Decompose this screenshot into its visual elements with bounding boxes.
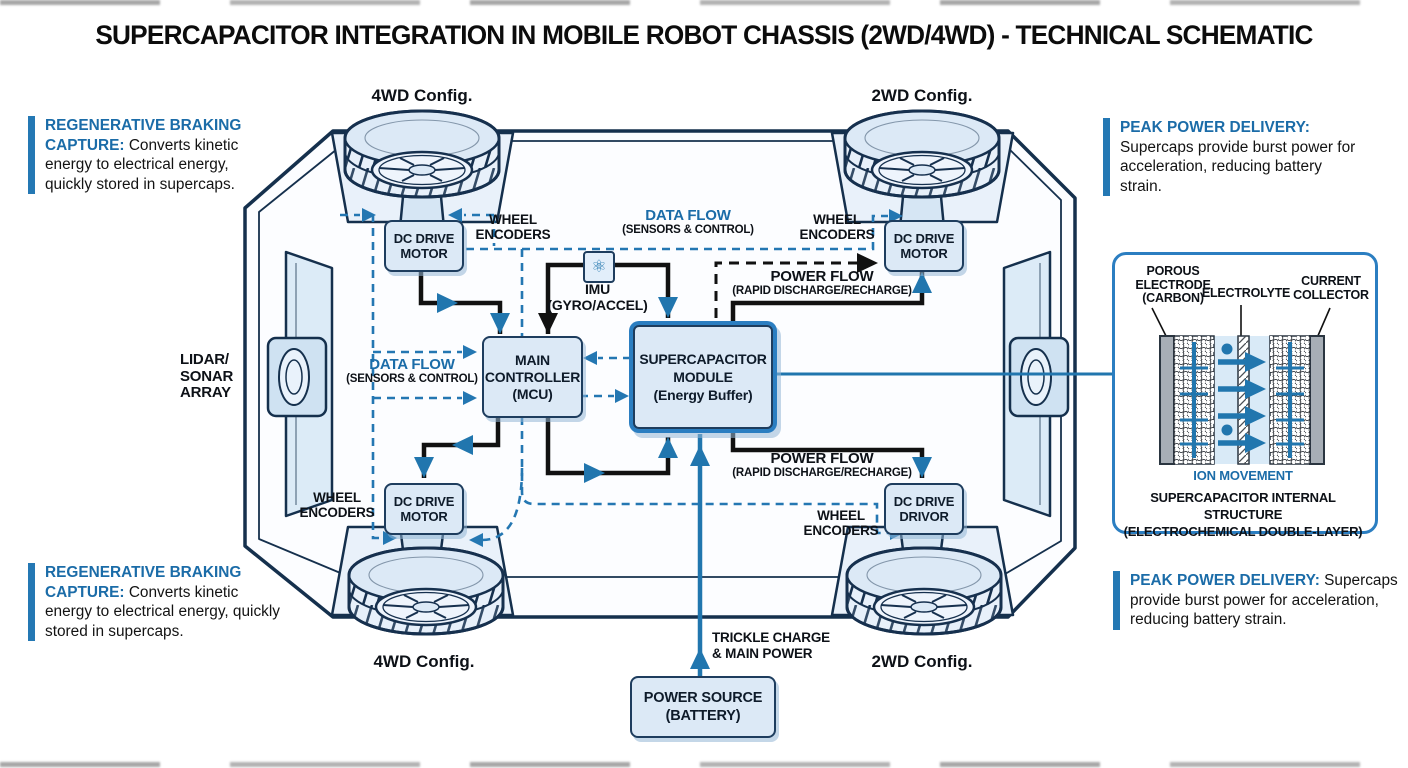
imu-icon: ⚛ [583, 251, 615, 283]
annotation-regen-bottom: REGENERATIVE BRAKING CAPTURE: Converts k… [28, 563, 281, 642]
data-flow-heading: DATA FLOW [645, 207, 731, 224]
ion-tree-left [1180, 342, 1208, 458]
supercapacitor-module: SUPERCAPACITOR MODULE (Energy Buffer) [633, 325, 773, 429]
dc-drive-motor-rear-left: DC DRIVE MOTOR [384, 483, 464, 535]
annotation-body: Supercaps provide burst power for accele… [1130, 572, 1398, 629]
annotation-body: Converts kinetic energy to electrical en… [45, 136, 239, 193]
lidar-sonar-label: LIDAR/ SONAR ARRAY [180, 351, 234, 401]
electrolyte-label: ELECTROLYTE [1201, 286, 1291, 300]
annotation-heading: PEAK POWER DELIVERY: [1120, 119, 1310, 136]
lidar-sonar-array-left [266, 250, 334, 518]
wheel-rear-right [845, 546, 1003, 636]
power-flow-dashed-line [714, 261, 870, 318]
scan-artifact-top [0, 0, 1408, 5]
wheel-encoders-label-rear-left: WHEEL ENCODERS [299, 490, 375, 520]
scan-artifact-bottom [0, 762, 1408, 767]
config-label-front-right: 2WD Config. [871, 86, 973, 105]
annotation-regen-top: REGENERATIVE BRAKING CAPTURE: Converts k… [28, 116, 269, 195]
main-controller-mcu: MAIN CONTROLLER (MCU) [482, 336, 583, 418]
power-flow-heading: POWER FLOW [770, 450, 874, 467]
trickle-charge-label: TRICKLE CHARGE & MAIN POWER [712, 630, 830, 661]
wheel-rear-left [347, 546, 505, 636]
data-flow-heading: DATA FLOW [369, 356, 455, 373]
wheel-encoders-label-front-left: WHEEL ENCODERS [475, 212, 551, 242]
annotation-heading: REGENERATIVE BRAKING CAPTURE: [45, 117, 242, 154]
annotation-body: Supercaps provide burst power for accele… [1120, 138, 1356, 195]
data-flow-subheading: (SENSORS & CONTROL) [346, 373, 478, 385]
wheel-encoders-label-rear-right: WHEEL ENCODERS [803, 508, 879, 538]
imu-label: IMU (GYRO/ACCEL) [547, 281, 648, 313]
ion-tree-right [1276, 342, 1304, 458]
dc-drive-motor-front-left: DC DRIVE MOTOR [384, 220, 464, 272]
annotation-body: Converts kinetic energy to electrical en… [45, 583, 280, 640]
dc-drive-drivor-rear-right: DC DRIVE DRIVOR [884, 483, 964, 535]
annotation-peak-bottom: PEAK POWER DELIVERY: Supercaps provide b… [1113, 571, 1408, 630]
power-flow-heading: POWER FLOW [770, 268, 874, 285]
annotation-heading: REGENERATIVE BRAKING CAPTURE: [45, 564, 242, 601]
power-flow-label-top: POWER FLOW (RAPID DISCHARGE/RECHARGE) [730, 268, 914, 297]
wheel-front-left [343, 109, 501, 199]
ion-movement-label: ION MOVEMENT [1193, 468, 1293, 483]
porous-electrode-label: POROUS ELECTRODE (CARBON) [1135, 264, 1211, 305]
config-label-rear-right: 2WD Config. [871, 652, 973, 671]
data-flow-label-top: DATA FLOW (SENSORS & CONTROL) [610, 207, 766, 236]
dc-drive-motor-front-right: DC DRIVE MOTOR [884, 220, 964, 272]
internal-structure-caption: SUPERCAPACITOR INTERNAL STRUCTURE (ELECT… [1123, 490, 1363, 539]
data-flow-label-left: DATA FLOW (SENSORS & CONTROL) [333, 356, 491, 385]
current-collector-label: CURRENT COLLECTOR [1293, 274, 1369, 302]
annotation-peak-top: PEAK POWER DELIVERY: Supercaps provide b… [1103, 118, 1364, 197]
config-label-front-left: 4WD Config. [371, 86, 473, 105]
data-flow-subheading: (SENSORS & CONTROL) [622, 224, 754, 236]
supercap-internal-structure-graphic [1151, 305, 1331, 465]
config-label-rear-left: 4WD Config. [373, 652, 475, 671]
page-title: SUPERCAPACITOR INTEGRATION IN MOBILE ROB… [95, 20, 1313, 50]
ion-movement-arrows [1218, 352, 1266, 453]
supercap-internal-panel: POROUS ELECTRODE (CARBON) ELECTROLYTE CU… [1112, 252, 1378, 539]
wheel-front-right [843, 109, 1001, 199]
wheel-encoders-label-front-right: WHEEL ENCODERS [799, 212, 875, 242]
data-flow-lines [340, 213, 889, 542]
lidar-sonar-array-right [1002, 250, 1070, 518]
power-flow-subheading: (RAPID DISCHARGE/RECHARGE) [732, 285, 912, 297]
power-source-battery: POWER SOURCE (BATTERY) [630, 676, 776, 738]
power-flow-label-bottom: POWER FLOW (RAPID DISCHARGE/RECHARGE) [730, 450, 914, 479]
annotation-heading: PEAK POWER DELIVERY: [1130, 572, 1320, 589]
power-flow-subheading: (RAPID DISCHARGE/RECHARGE) [732, 467, 912, 479]
